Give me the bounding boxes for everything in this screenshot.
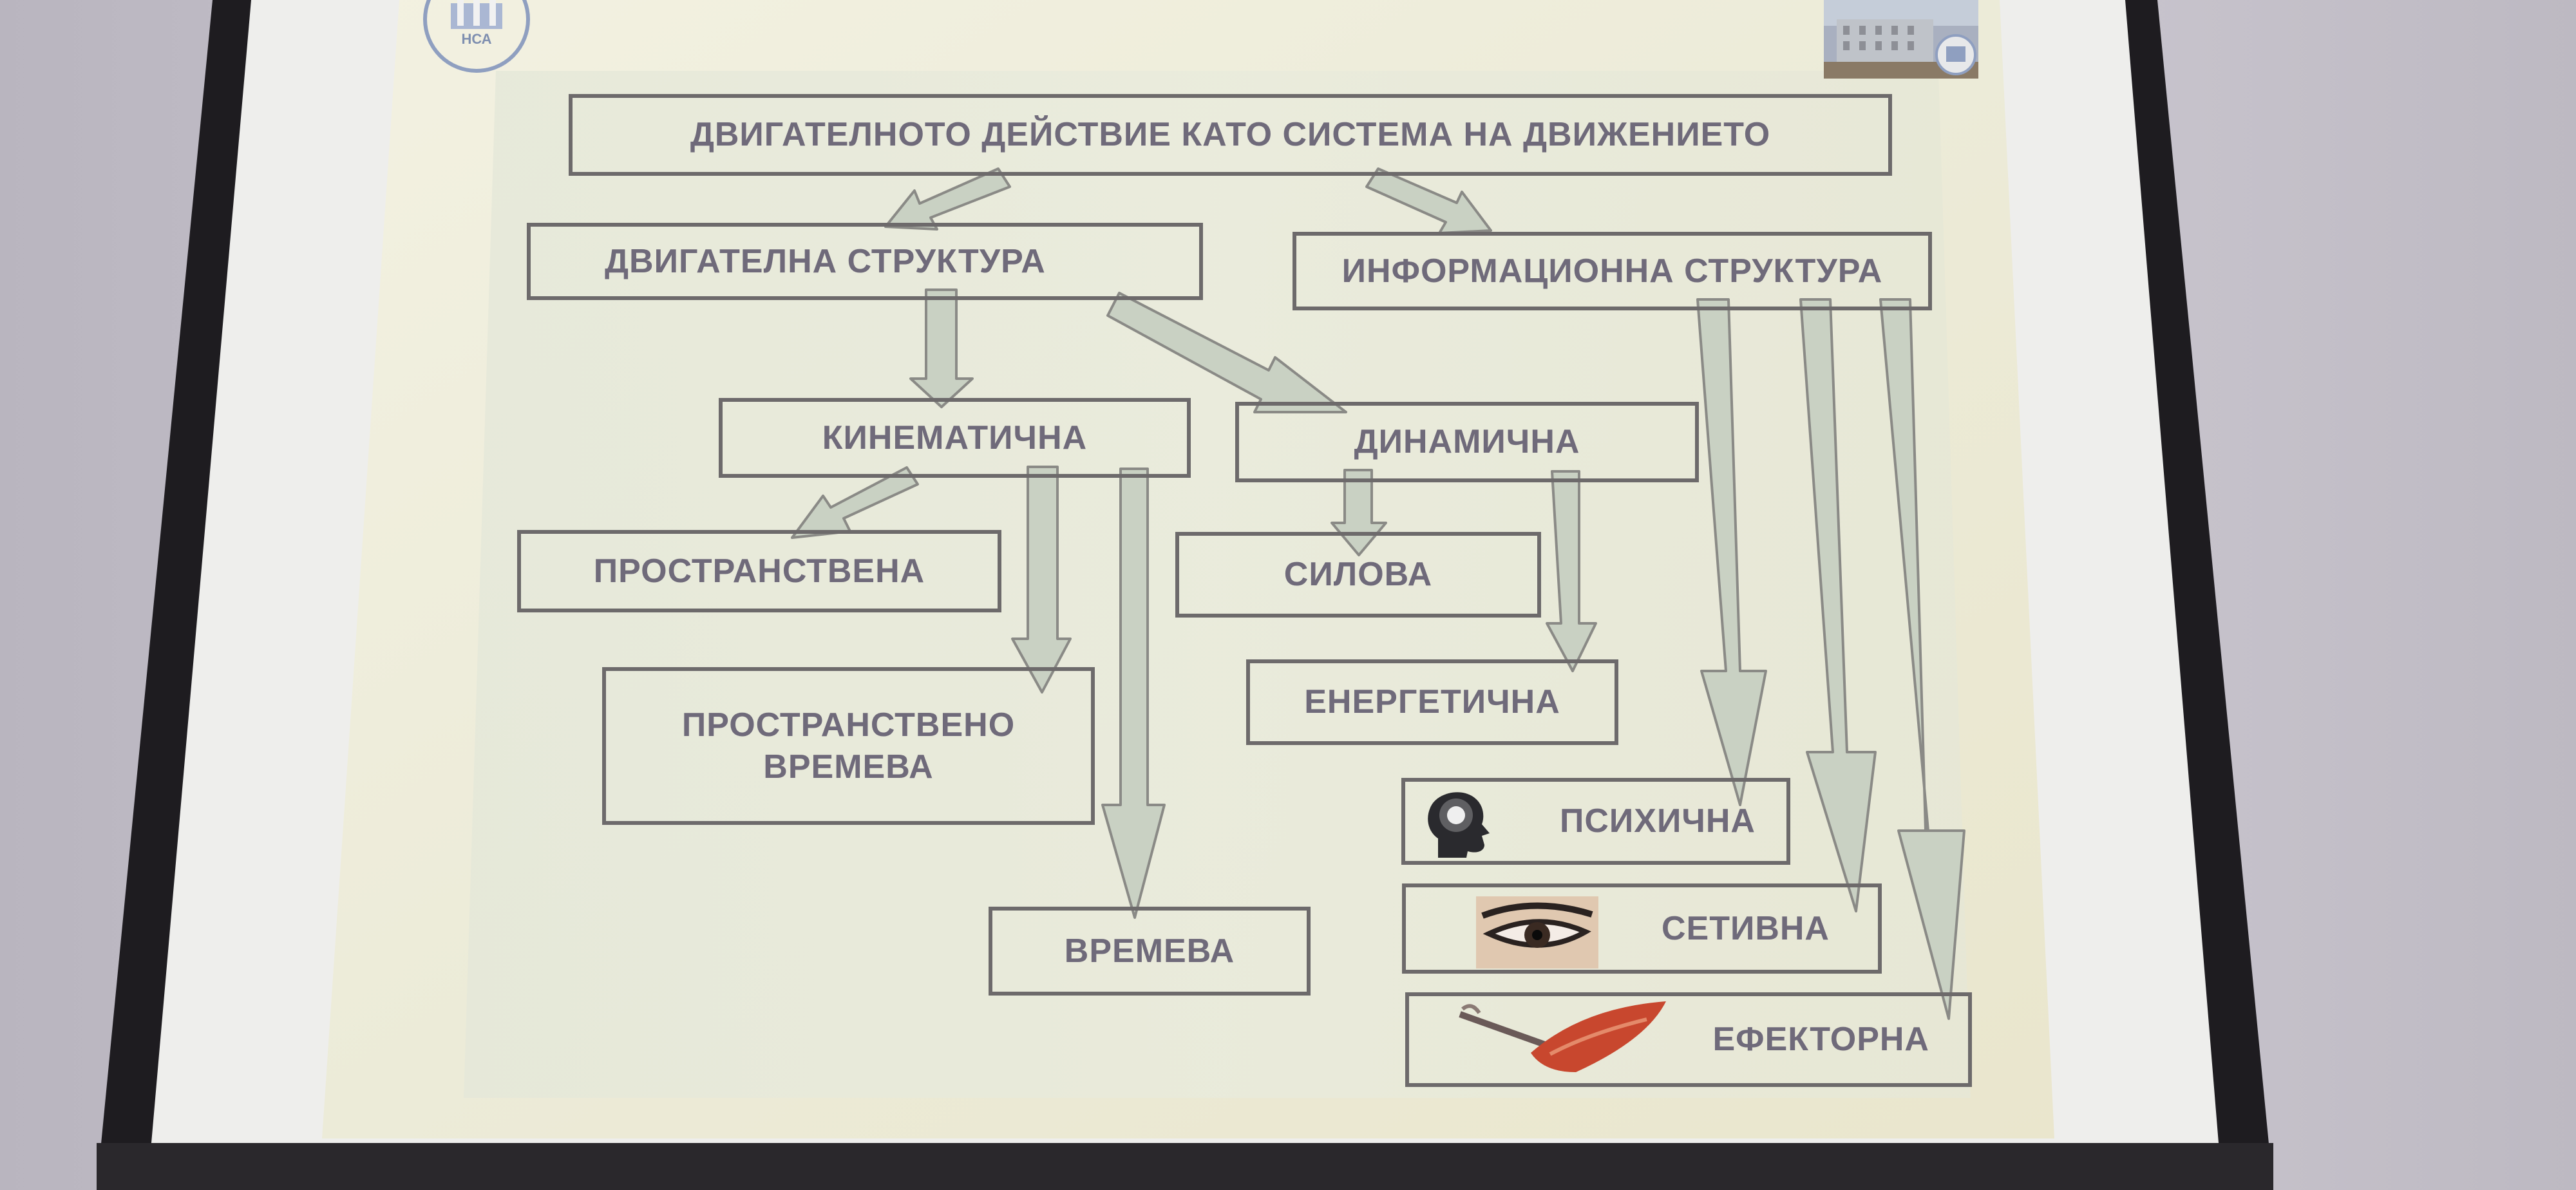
psychic-box: ПСИХИЧНА	[1401, 778, 1790, 865]
diagram-title: ДВИГАТЕЛНОТО ДЕЙСТВИЕ КАТО СИСТЕМА НА ДВ…	[690, 116, 1771, 153]
arrow-info-to-effector	[1879, 298, 1965, 1020]
title-box: ДВИГАТЕЛНОТО ДЕЙСТВИЕ КАТО СИСТЕМА НА ДВ…	[569, 94, 1892, 176]
force-label: СИЛОВА	[1283, 556, 1433, 593]
effector-label: ЕФЕКТОРНА	[1712, 1021, 1929, 1058]
eye-icon	[1476, 896, 1598, 968]
kinematic-box: КИНЕМАТИЧНА	[719, 398, 1191, 478]
temporal-box: ВРЕМЕВА	[989, 907, 1311, 996]
sensory-box: СЕТИВНА	[1402, 883, 1882, 974]
logo-text: НСА	[461, 31, 491, 47]
motor-structure-label: ДВИГАТЕЛНА СТРУКТУРА	[605, 242, 1046, 280]
arrow-dynamic-to-energetic	[1546, 470, 1597, 672]
arrow-title-to-motor	[884, 167, 1011, 231]
arrow-motor-to-kinematic	[909, 288, 974, 408]
kinematic-label: КИНЕМАТИЧНА	[822, 419, 1088, 457]
head-icon	[1425, 787, 1496, 863]
university-logo-left: НСА	[412, 0, 541, 77]
motor-structure-box: ДВИГАТЕЛНА СТРУКТУРА	[527, 223, 1203, 300]
dynamic-box: ДИНАМИЧНА	[1235, 402, 1699, 482]
force-box: СИЛОВА	[1175, 532, 1541, 618]
arrow-kinematic-to-temporal	[1101, 468, 1166, 919]
arrow-kinematic-to-spatial	[791, 466, 919, 539]
arrow-kinematic-to-spatiotemporal	[1011, 466, 1072, 694]
sensory-label: СЕТИВНА	[1661, 909, 1830, 947]
arrow-info-to-sensory	[1799, 298, 1877, 912]
info-structure-label: ИНФОРМАЦИОННА СТРУКТУРА	[1341, 252, 1883, 290]
spatiotemporal-label-line2: ВРЕМЕВА	[763, 748, 934, 786]
lips-icon	[1454, 995, 1676, 1085]
spatiotemporal-box: ПРОСТРАНСТВЕНО ВРЕМЕВА	[602, 667, 1095, 825]
arrow-info-to-psychic	[1696, 298, 1767, 806]
energetic-box: ЕНЕРГЕТИЧНА	[1246, 659, 1618, 745]
spatiotemporal-label-line1: ПРОСТРАНСТВЕНО	[681, 706, 1016, 744]
arrow-title-to-info	[1365, 167, 1492, 234]
university-building-logo	[1824, 0, 1978, 79]
arrow-motor-to-dynamic	[1106, 292, 1347, 413]
effector-box: ЕФЕКТОРНА	[1405, 992, 1972, 1087]
info-structure-box: ИНФОРМАЦИОННА СТРУКТУРА	[1293, 232, 1932, 310]
temporal-label: ВРЕМЕВА	[1064, 932, 1235, 970]
dynamic-label: ДИНАМИЧНА	[1354, 423, 1580, 460]
energetic-label: ЕНЕРГЕТИЧНА	[1304, 683, 1560, 721]
spatial-label: ПРОСТРАНСТВЕНА	[593, 552, 925, 590]
psychic-label: ПСИХИЧНА	[1559, 802, 1756, 840]
spatial-box: ПРОСТРАНСТВЕНА	[517, 530, 1001, 612]
